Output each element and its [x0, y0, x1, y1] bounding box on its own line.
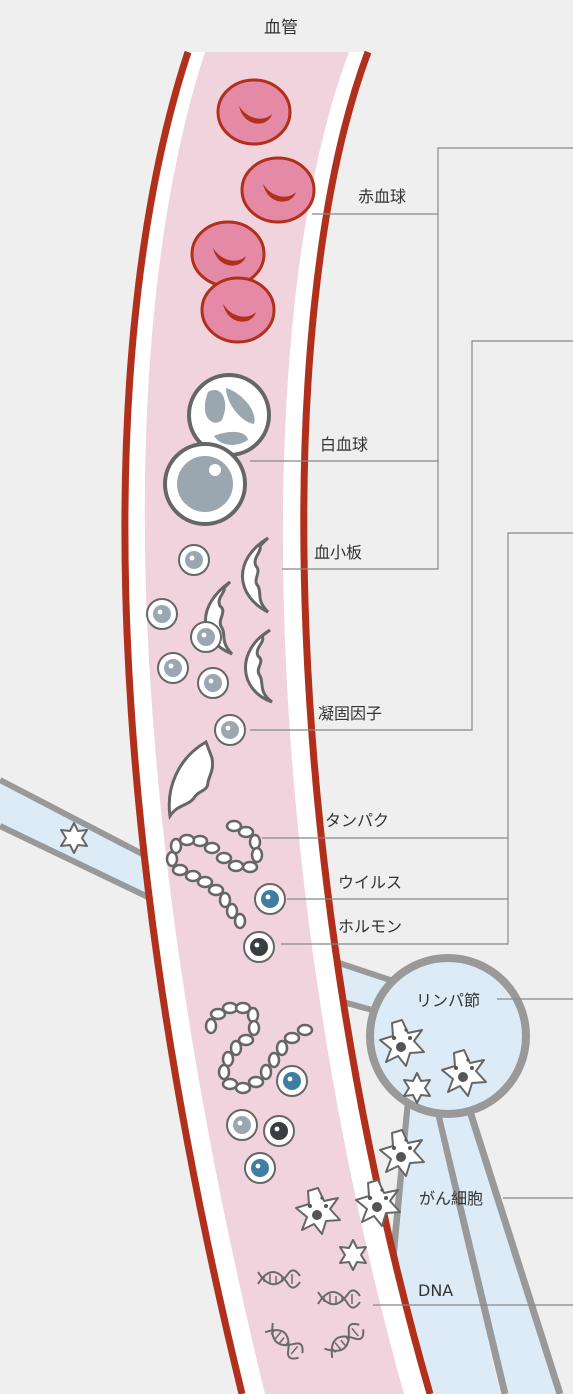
- viruses: [244, 883, 308, 1184]
- leader-lines: [250, 147, 573, 1306]
- particle-icon: [178, 544, 210, 576]
- label-platelet: 血小板: [314, 543, 362, 562]
- red-blood-cell-icon: [200, 276, 276, 344]
- lymph-node: [366, 954, 530, 1118]
- hormones: [243, 931, 295, 1147]
- red-blood-cell-icon: [216, 78, 292, 146]
- label-virus: ウイルス: [338, 873, 402, 892]
- particle-icon: [157, 652, 189, 684]
- proteins: [165, 819, 314, 1095]
- label-hormone: ホルモン: [338, 917, 402, 936]
- red-blood-cell-icon: [240, 156, 316, 224]
- particle-icon: [146, 598, 178, 630]
- particle-icon: [226, 1109, 258, 1141]
- particle-icon: [197, 667, 229, 699]
- particle-icon: [214, 714, 246, 746]
- label-cancer-cell: がん細胞: [419, 1189, 483, 1208]
- page-title: 血管: [264, 18, 298, 38]
- platelets: [167, 536, 273, 821]
- label-protein: タンパク: [325, 811, 389, 830]
- left-lymph-vessel: [0, 777, 152, 901]
- label-red-blood-cell: 赤血球: [358, 187, 406, 206]
- label-lymph-node: リンパ節: [416, 991, 480, 1010]
- label-white-blood-cell: 白血球: [320, 435, 368, 454]
- red-blood-cell-icon: [190, 220, 266, 288]
- label-dna: DNA: [418, 1281, 453, 1300]
- white-blood-cells: [163, 373, 271, 526]
- particle-icon: [190, 621, 222, 653]
- label-clotting-factor: 凝固因子: [318, 704, 382, 723]
